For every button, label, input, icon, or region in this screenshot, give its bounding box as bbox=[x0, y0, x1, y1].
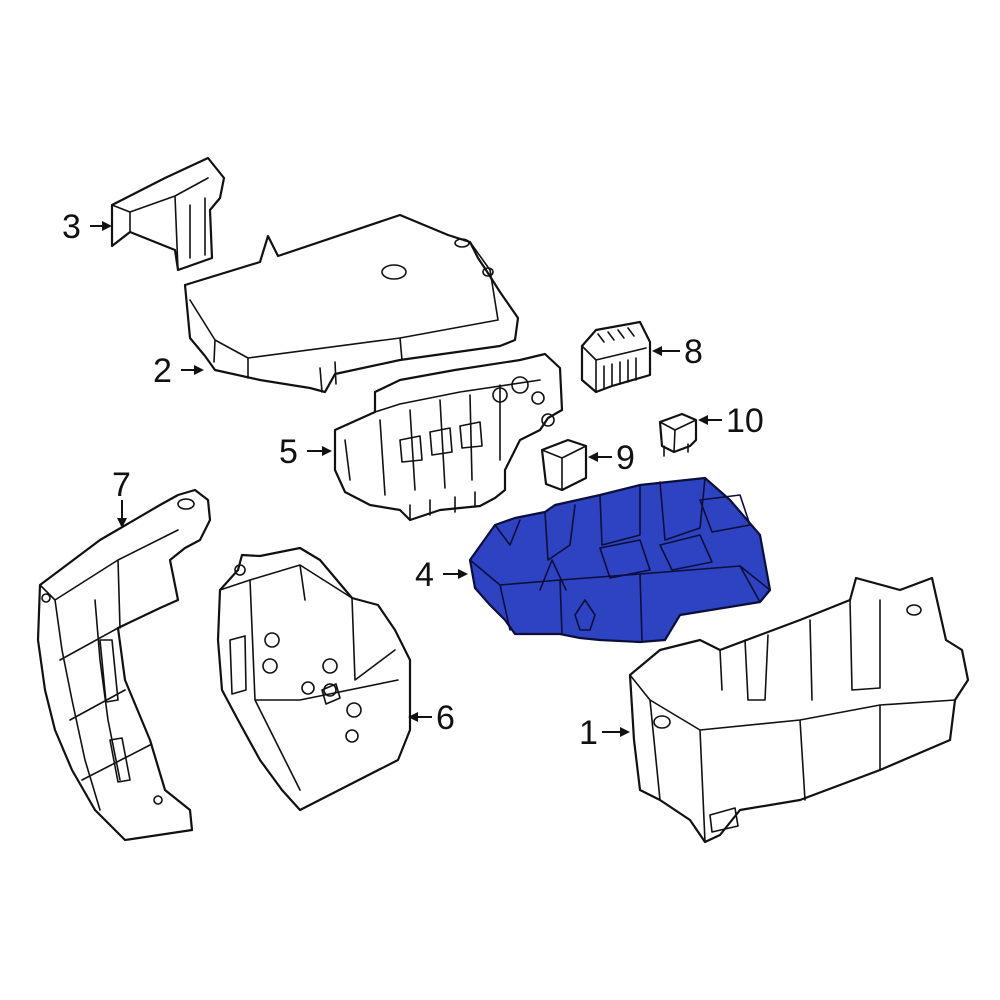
part-1-lower-tray[interactable] bbox=[628, 576, 970, 844]
callout-6: 6 bbox=[436, 699, 455, 737]
callout-9: 9 bbox=[616, 439, 635, 477]
callout-2: 2 bbox=[153, 352, 172, 390]
leader-lines bbox=[90, 221, 722, 737]
part-7-side-cover[interactable] bbox=[36, 488, 212, 842]
callout-8: 8 bbox=[684, 333, 703, 371]
callout-7: 7 bbox=[112, 466, 131, 504]
part-10-fuse[interactable] bbox=[658, 412, 698, 457]
part-4-lower-carrier-highlighted[interactable] bbox=[468, 476, 772, 644]
part-8-connector[interactable] bbox=[580, 320, 652, 394]
part-3-cover-piece[interactable] bbox=[110, 156, 226, 272]
callout-4: 4 bbox=[415, 556, 434, 594]
callout-5: 5 bbox=[279, 433, 298, 471]
callout-1: 1 bbox=[579, 714, 598, 752]
part-6-module-housing[interactable] bbox=[216, 546, 412, 812]
callout-10: 10 bbox=[726, 402, 764, 440]
callout-labels: 3 2 5 4 8 10 9 6 7 1 bbox=[62, 208, 764, 752]
part-2-upper-lid[interactable] bbox=[183, 213, 520, 394]
part-9-relay[interactable] bbox=[540, 438, 588, 492]
callout-3: 3 bbox=[62, 208, 81, 246]
part-5-relay-carrier[interactable] bbox=[333, 352, 564, 522]
